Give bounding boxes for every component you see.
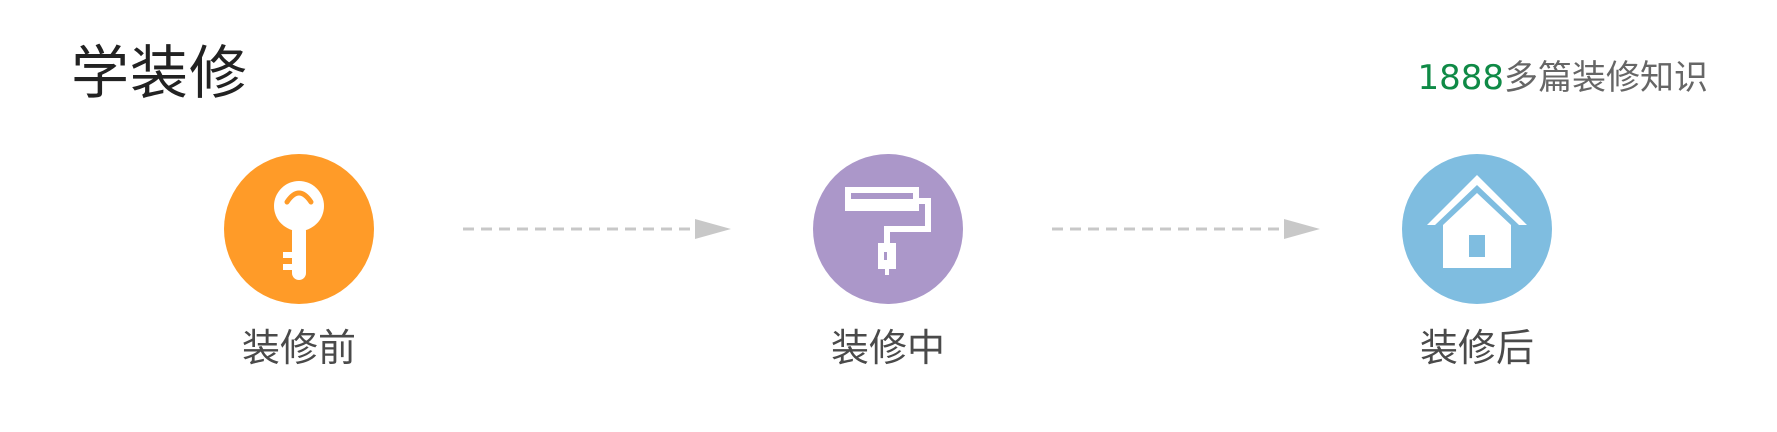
knowledge-count[interactable]: 1888多篇装修知识 [1417,54,1708,102]
page-title: 学装修 [71,39,249,107]
step-before-label: 装修前 [241,326,356,370]
step-after-renovation[interactable]: 装修后 [1402,154,1552,372]
paint-roller-icon [845,187,931,275]
knowledge-count-number: 1888 [1417,58,1504,98]
arrow-right-icon [1052,219,1320,239]
arrow-right-icon [463,219,731,239]
knowledge-count-text: 多篇装修知识 [1504,58,1708,98]
step-during-label: 装修中 [830,326,945,370]
step-before-circle [224,154,374,304]
step-after-label: 装修后 [1419,326,1534,370]
house-icon [1427,175,1527,268]
step-during-renovation[interactable]: 装修中 [813,154,963,372]
step-after-circle [1402,154,1552,304]
step-before-renovation[interactable]: 装修前 [224,154,374,372]
key-icon [274,181,324,280]
step-during-circle [813,154,963,304]
